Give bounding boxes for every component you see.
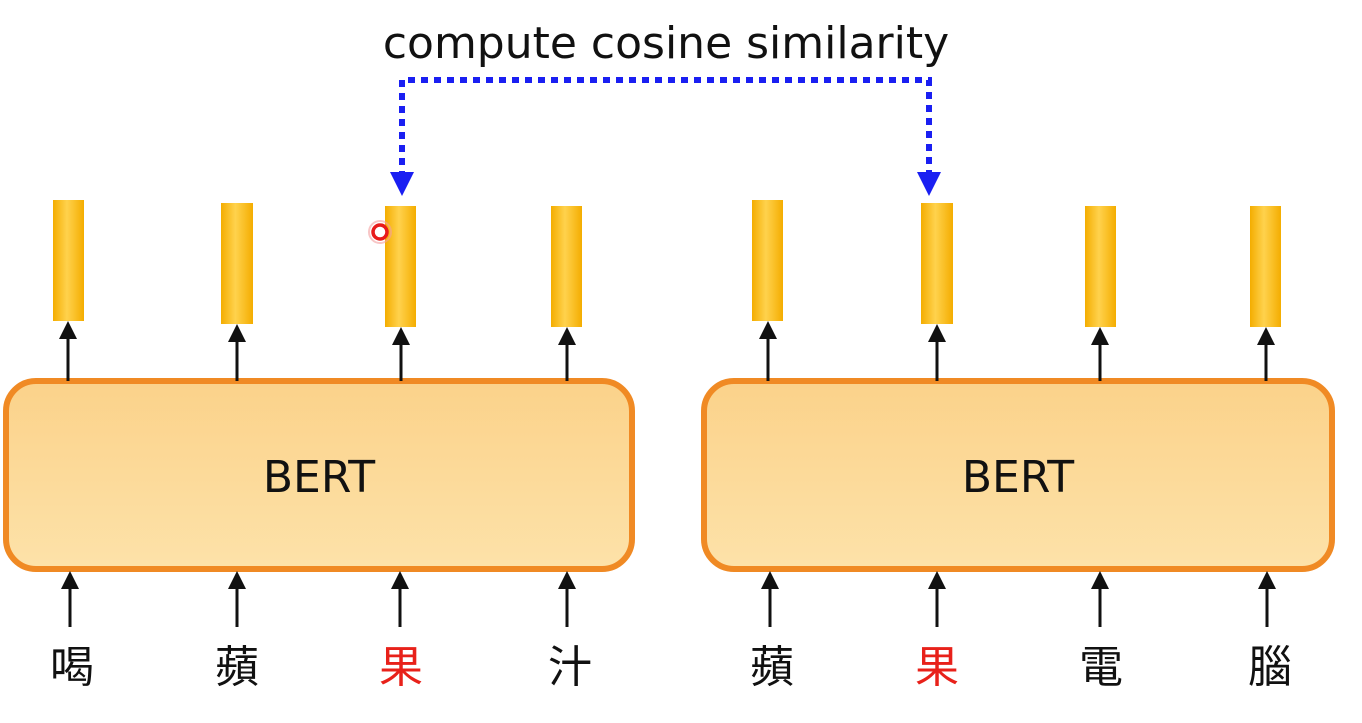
bert-model-right: BERT 蘋 果 電 腦 [701,200,1335,693]
output-vector [921,203,953,324]
token-ping: 蘋 [215,642,259,693]
output-vector [1250,206,1281,327]
output-vector [752,200,783,321]
bert-label-left: BERT [263,452,375,503]
bert-box-right [701,378,1335,572]
token-he: 喝 [50,642,94,693]
bert-model-left: BERT 喝 蘋 果 汁 [3,200,635,693]
output-vector [551,206,582,327]
output-vector [221,203,253,324]
bert-label-right: BERT [962,452,1074,503]
output-vector [385,206,416,327]
similarity-arrowhead-right [917,172,941,196]
similarity-connector [390,77,941,196]
token-guo: 果 [915,642,959,693]
bert-box-left [3,378,635,572]
similarity-arrowhead-left [390,172,414,196]
token-zhi: 汁 [548,642,592,693]
output-vector [53,200,84,321]
token-guo: 果 [379,642,423,693]
similarity-title: compute cosine similarity [383,18,949,69]
token-ping: 蘋 [750,642,794,693]
output-vector [1085,206,1116,327]
laser-pointer-cursor [368,220,392,244]
token-nao: 腦 [1248,642,1292,693]
token-dian: 電 [1079,642,1123,693]
